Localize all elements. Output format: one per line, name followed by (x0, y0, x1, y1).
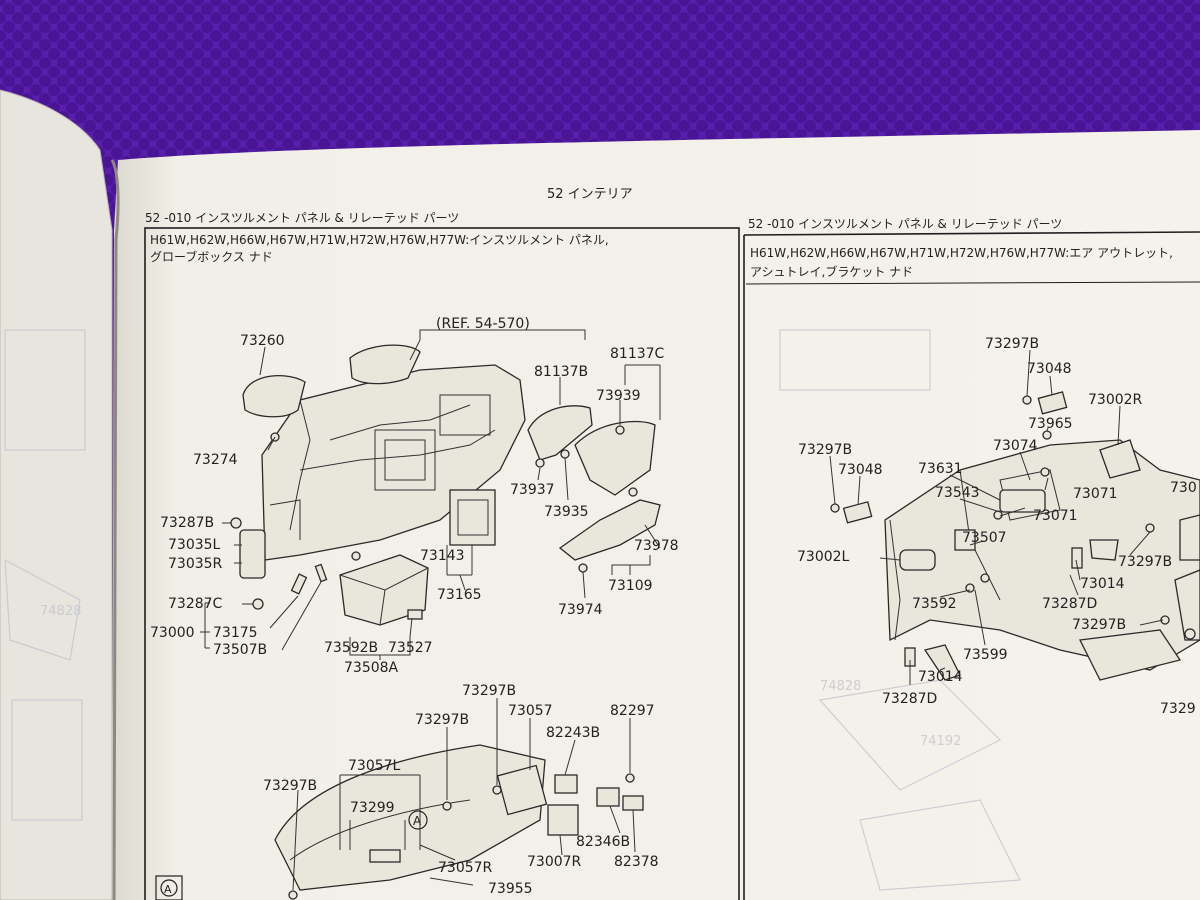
part-number: 73071 (1073, 486, 1118, 502)
part-number: 73175 (213, 625, 258, 641)
part-number: 81137C (610, 346, 665, 362)
part-number: 73297B (263, 778, 317, 794)
part-number: 82297 (610, 703, 655, 719)
part-number: 73297B (1118, 554, 1172, 570)
part-number: 73274 (193, 452, 238, 468)
part-number: 73014 (1080, 576, 1125, 592)
left-diagram-frame (144, 227, 740, 900)
part-number: 82378 (614, 854, 659, 870)
svg-text:A: A (413, 814, 422, 828)
left-page-edge (0, 89, 113, 900)
right-leader-lines (829, 349, 1164, 685)
part-number: 73955 (488, 881, 533, 897)
part-number: 73287B (160, 515, 214, 531)
part-number: 73543 (935, 485, 980, 501)
left-page-ghost-drawings: 74828 (4, 329, 86, 821)
part-number: 73007R (527, 854, 582, 870)
part-number: 73057R (438, 860, 493, 876)
part-number: 73048 (838, 462, 883, 478)
right-models-underline (745, 281, 1200, 285)
part-number: 730 (1170, 480, 1197, 496)
left-section-heading: 52 -010 インスツルメント パネル & リレーテッド パーツ (145, 211, 459, 225)
right-model-line-2: アシュトレイ,ブラケット ナド (750, 264, 913, 279)
ref-note: (REF. 54-570) (436, 316, 530, 332)
part-number: 73057L (348, 758, 401, 774)
part-number: 73599 (963, 647, 1008, 663)
part-number: 7329 (1160, 701, 1196, 717)
part-number: 73965 (1028, 416, 1073, 432)
left-diagram (230, 344, 661, 900)
part-number: 73297B (415, 712, 469, 728)
part-number: 73035R (168, 556, 223, 572)
part-number: 73048 (1027, 361, 1072, 377)
part-number: 73297B (798, 442, 852, 458)
left-part-labels: (REF. 54-570) 73260 73274 81137B 81137C … (150, 316, 679, 897)
part-number: 73631 (918, 461, 963, 477)
right-section-heading: 52 -010 インスツルメント パネル & リレーテッド パーツ (748, 217, 1062, 231)
part-number: 73592 (912, 596, 957, 612)
book-gutter (110, 159, 120, 900)
part-number: 73287D (882, 691, 937, 707)
part-number: 73935 (544, 504, 589, 520)
part-number: 73014 (918, 669, 963, 685)
right-model-line-1: H61W,H62W,H66W,H67W,H71W,H72W,H76W,H77W:… (750, 246, 1173, 260)
part-number: 73508A (344, 660, 399, 676)
part-number: 73297B (462, 683, 516, 699)
left-model-line-2: グローブボックス ナド (150, 249, 273, 264)
part-number: 73035L (168, 537, 221, 553)
left-leader-lines (200, 329, 661, 891)
part-number: 81137B (534, 364, 588, 380)
part-number: 73071 (1033, 508, 1078, 524)
part-number: 73974 (558, 602, 603, 618)
svg-text:74828: 74828 (40, 604, 81, 619)
svg-text:A: A (164, 883, 172, 896)
part-number: 73287D (1042, 596, 1097, 612)
part-number: 73002R (1088, 392, 1143, 408)
right-part-labels: 73297B 73048 73002R 73965 73297B 73074 7… (797, 336, 1197, 717)
part-number: 73297B (985, 336, 1039, 352)
part-number: 82346B (576, 834, 630, 850)
part-number: 73939 (596, 388, 641, 404)
svg-text:74192: 74192 (920, 734, 961, 749)
right-diagram-frame-top (743, 231, 1200, 236)
part-number: 73057 (508, 703, 553, 719)
part-number: 73143 (420, 548, 465, 564)
part-number: 73507 (962, 530, 1007, 546)
part-number: 73109 (608, 578, 653, 594)
left-model-line-1: H61W,H62W,H66W,H67W,H71W,H72W,H76W,H77W:… (150, 233, 609, 247)
svg-text:74828: 74828 (820, 679, 861, 694)
part-number: 73297B (1072, 617, 1126, 633)
page-title: 52 インテリア (547, 187, 633, 202)
part-number: 73165 (437, 587, 482, 603)
part-number: 73002L (797, 549, 850, 565)
part-number: 73592B (324, 640, 378, 656)
part-number: 73260 (240, 333, 285, 349)
part-number: 82243B (546, 725, 600, 741)
right-page-ghost-drawings: 74828 74192 (779, 329, 1021, 891)
part-number: 73074 (993, 438, 1038, 454)
part-number: 73287C (168, 596, 223, 612)
part-number: 73000 (150, 625, 195, 641)
part-number: 73527 (388, 640, 433, 656)
part-number: 73507B (213, 642, 267, 658)
part-number: 73299 (350, 800, 395, 816)
marker-a: A (408, 810, 428, 830)
part-number: 73937 (510, 482, 555, 498)
part-number: 73978 (634, 538, 679, 554)
marker-a-boxed: A (155, 875, 183, 900)
